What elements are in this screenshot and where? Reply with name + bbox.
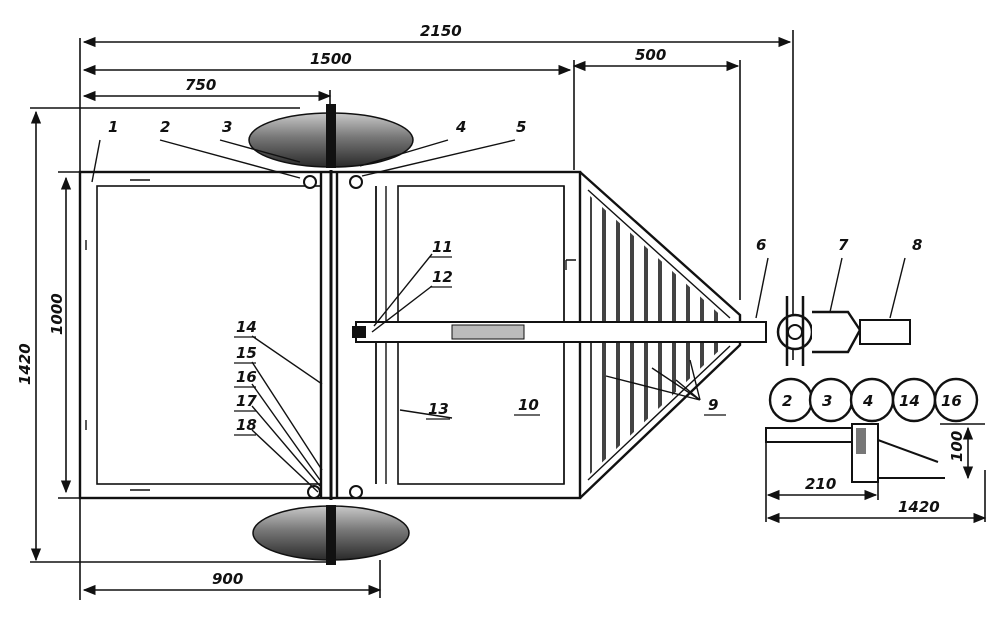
callout-2: 2 bbox=[160, 118, 170, 136]
detail-circle-4: 4 bbox=[862, 392, 873, 410]
callout-17: 17 bbox=[236, 392, 257, 410]
callout-14: 14 bbox=[236, 318, 257, 336]
callout-11: 11 bbox=[432, 238, 453, 256]
dim-drawbar-length: 500 bbox=[635, 46, 666, 64]
callout-3: 3 bbox=[222, 118, 232, 136]
callout-6: 6 bbox=[756, 236, 766, 254]
callout-underlines bbox=[234, 256, 726, 436]
dim-frame-length: 1500 bbox=[310, 50, 352, 68]
callout-9: 9 bbox=[708, 396, 718, 414]
dim-frame-width: 1000 bbox=[48, 293, 66, 335]
dimension-labels: 2150 1500 500 750 900 1420 1000 210 1420… bbox=[16, 22, 966, 588]
detail-view: 2 3 4 14 16 bbox=[765, 377, 979, 483]
dim-axle-position: 750 bbox=[185, 76, 216, 94]
callout-18: 18 bbox=[236, 416, 257, 434]
dim-detail-total: 1420 bbox=[898, 498, 940, 516]
callout-8: 8 bbox=[912, 236, 922, 254]
callout-7: 7 bbox=[838, 236, 849, 254]
callout-13: 13 bbox=[428, 400, 449, 418]
callout-1: 1 bbox=[108, 118, 118, 136]
detail-circle-3: 3 bbox=[822, 392, 832, 410]
dim-overall-width: 1420 bbox=[16, 343, 34, 385]
dim-detail-length: 210 bbox=[805, 475, 836, 493]
callout-numbers: 1 2 3 4 5 6 7 8 9 10 11 12 13 14 15 16 1… bbox=[108, 118, 922, 434]
callout-5: 5 bbox=[516, 118, 526, 136]
dim-track-width: 900 bbox=[212, 570, 243, 588]
dim-detail-height: 100 bbox=[948, 431, 966, 462]
dim-overall-length: 2150 bbox=[420, 22, 462, 40]
axle-assembly bbox=[248, 104, 414, 565]
callout-10: 10 bbox=[518, 396, 539, 414]
dimension-lines bbox=[30, 30, 987, 600]
callout-4: 4 bbox=[455, 118, 466, 136]
leader-lines bbox=[91, 139, 906, 493]
detail-circle-2: 2 bbox=[782, 392, 792, 410]
detail-circle-14: 14 bbox=[899, 392, 920, 410]
drawbar bbox=[352, 296, 911, 366]
detail-circle-16: 16 bbox=[941, 392, 962, 410]
callout-16: 16 bbox=[236, 368, 257, 386]
callout-12: 12 bbox=[432, 268, 453, 286]
callout-15: 15 bbox=[236, 344, 257, 362]
